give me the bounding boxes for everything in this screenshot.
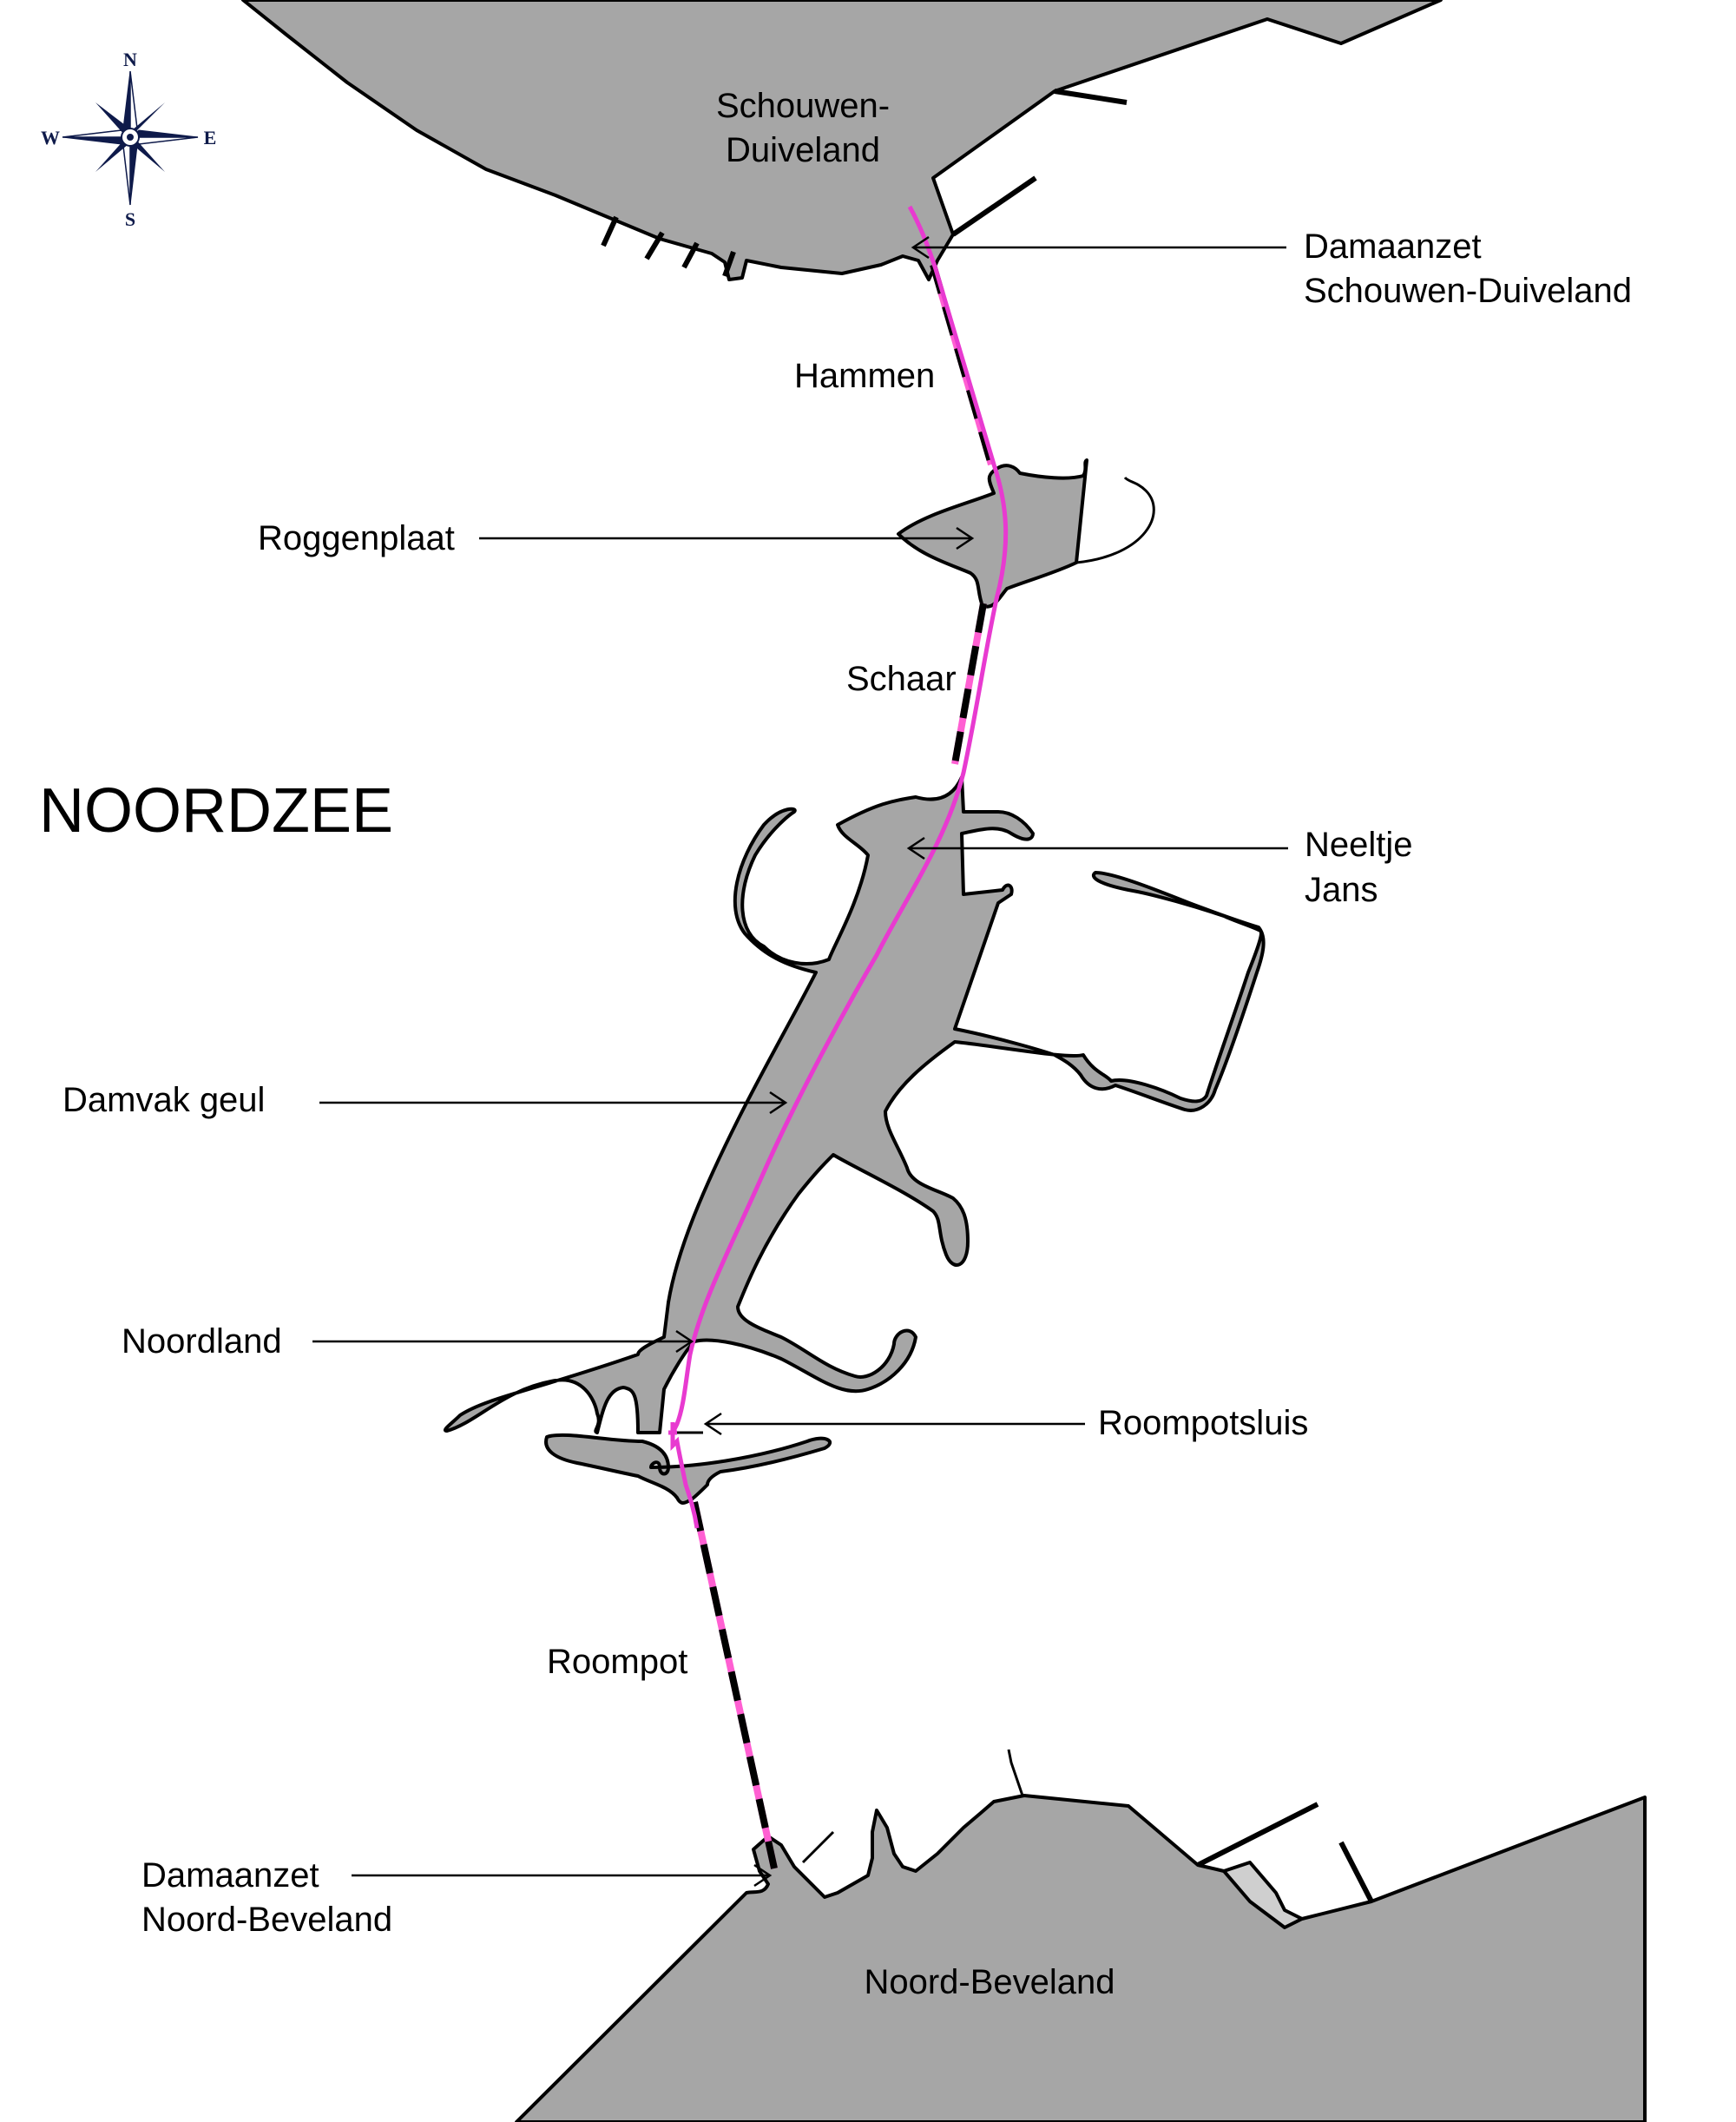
groyne [681, 241, 700, 269]
island-noord-beveland [515, 1749, 1647, 2122]
label-damaanzet-sd-1: Damaanzet [1304, 227, 1482, 266]
label-schaar: Schaar [846, 660, 957, 698]
island-south-roompot [544, 1433, 832, 1505]
sea-label: NOORDZEE [39, 776, 393, 846]
callout-roompotsluis: Roompotsluis [703, 1404, 1308, 1442]
callout-damaanzet-nb: Damaanzet Noord-Beveland [141, 1856, 773, 1939]
island-label-schouwen-2: Duiveland [726, 131, 880, 169]
compass-n-label: N [123, 49, 137, 70]
island-label-noord-beveland: Noord-Beveland [864, 1963, 1115, 2001]
callout-damvak-geul: Damvak geul [62, 1081, 788, 1119]
compass-w-label: W [41, 127, 60, 148]
callout-roggenplaat: Roggenplaat [258, 519, 975, 557]
groyne [601, 215, 619, 247]
groyne [951, 175, 1037, 237]
island-schouwen-duiveland [241, 0, 1443, 281]
compass-e-label: E [204, 127, 217, 148]
compass-s-label: S [125, 208, 135, 230]
label-roggenplaat: Roggenplaat [258, 519, 455, 557]
label-roompotsluis: Roompotsluis [1098, 1404, 1308, 1442]
island-label-schouwen-1: Schouwen- [716, 87, 890, 125]
label-damvak-geul: Damvak geul [62, 1081, 265, 1119]
groyne [1338, 1841, 1374, 1903]
groyne [1196, 1802, 1319, 1868]
label-damaanzet-nb-2: Noord-Beveland [141, 1901, 392, 1939]
groyne [722, 250, 736, 278]
label-damaanzet-nb-1: Damaanzet [141, 1856, 319, 1895]
groyne [1054, 89, 1128, 105]
label-hammen: Hammen [794, 357, 935, 395]
label-noordland: Noordland [122, 1322, 282, 1361]
compass-rose-icon: N E S W [41, 49, 216, 230]
groyne [644, 231, 665, 260]
island-roggenplaat [897, 458, 1155, 609]
label-damaanzet-sd-2: Schouwen-Duiveland [1304, 272, 1632, 310]
label-roompot: Roompot [547, 1643, 687, 1681]
callout-neeltje-jans: Neeltje Jans [906, 826, 1413, 909]
label-neeltje-1: Neeltje [1305, 826, 1413, 864]
label-neeltje-2: Jans [1305, 871, 1378, 909]
island-neeltje-jans [443, 775, 1266, 1434]
callout-damaanzet-sd: Damaanzet Schouwen-Duiveland [911, 227, 1632, 310]
callout-noordland: Noordland [122, 1322, 694, 1361]
